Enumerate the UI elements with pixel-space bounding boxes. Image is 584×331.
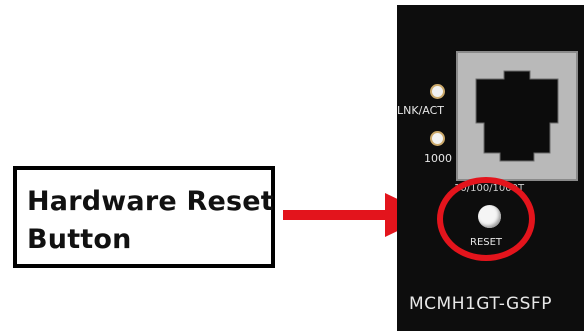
- rj45-socket-icon: [475, 70, 559, 162]
- callout-line-2: Button: [27, 224, 132, 255]
- callout-box: Hardware Reset Button: [13, 166, 275, 268]
- callout-line-1: Hardware Reset: [27, 186, 274, 217]
- model-name: MCMH1GT-GSFP: [409, 294, 552, 314]
- highlight-circle: [437, 177, 535, 261]
- speed-led-icon: [430, 131, 445, 146]
- speed-1000-label: 1000: [424, 152, 452, 165]
- callout-text: Hardware Reset Button: [27, 183, 274, 259]
- lnk-act-led-icon: [430, 84, 445, 99]
- device-panel: LNK/ACT 1000 10/100/1000T RESET MCMH1GT-…: [397, 5, 584, 331]
- rj45-port-icon: [456, 51, 578, 181]
- lnk-act-label: LNK/ACT: [397, 104, 445, 117]
- arrow-shaft: [283, 210, 391, 220]
